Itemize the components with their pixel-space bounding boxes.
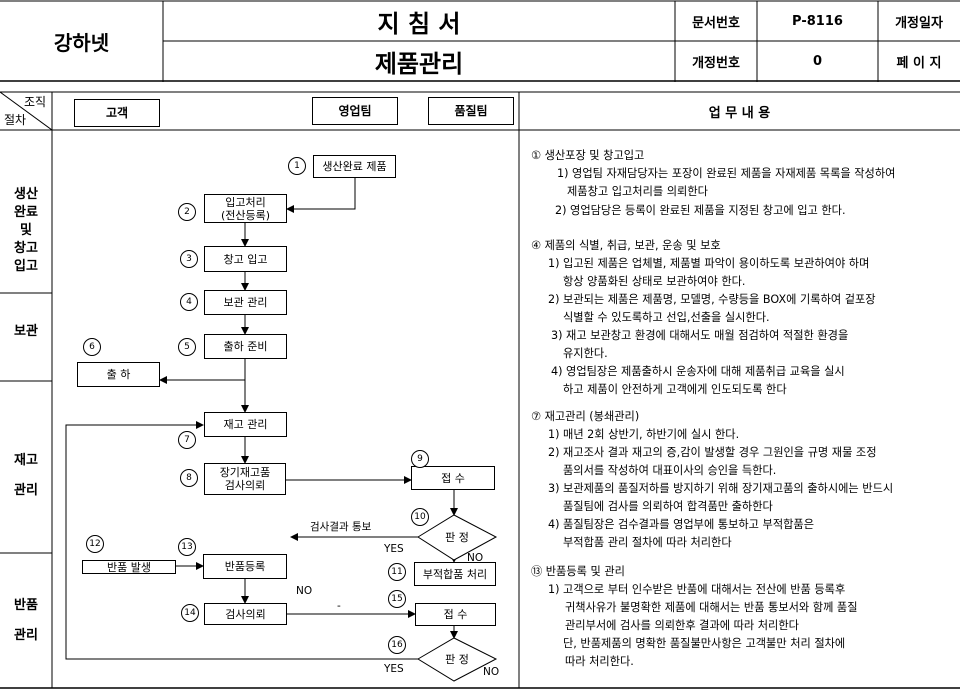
rev-date-label: 개정일자	[895, 15, 943, 31]
box-return-occur: 반품 발생	[82, 560, 176, 574]
box-return-register: 반품등록	[203, 554, 287, 579]
step-circle-11: 11	[388, 563, 406, 581]
label-yes-1: YES	[384, 543, 404, 555]
content-line: 제품창고 입고처리를 의뢰한다	[567, 185, 708, 198]
content-heading-4: ④ 제품의 식별, 취급, 보관, 운송 및 보호	[531, 239, 721, 252]
box-warehouse-in: 창고 입고	[204, 246, 287, 272]
decision-diamond-2	[417, 637, 498, 682]
step-circle-12: 12	[86, 535, 104, 553]
step-circle-7: 7	[178, 431, 196, 449]
section-storage: 보관	[14, 324, 38, 339]
content-line: 4) 영업팀장은 제품출하시 운송자에 대해 제품취급 교육을 실시	[551, 365, 845, 378]
box-shipping: 출 하	[77, 362, 160, 387]
content-line: 항상 양품화된 상태로 보관하여야 한다.	[563, 275, 746, 288]
content-line: 귀책사유가 불명확한 제품에 대해서는 반품 통보서와 함께 품질	[565, 601, 858, 614]
header-grid	[0, 0, 960, 82]
content-line: 부적합품 관리 절차에 따라 처리한다	[563, 536, 732, 549]
label-result-notice: 검사결과 통보	[310, 521, 372, 533]
document-title: 제품관리	[374, 49, 464, 78]
doc-number-label: 문서번호	[692, 15, 740, 31]
content-line: 단, 반품제품의 명확한 품질불만사항은 고객불만 처리 절차에	[563, 637, 846, 650]
box-inventory: 재고 관리	[204, 412, 287, 437]
box-long-stock-line1: 장기재고품	[219, 466, 271, 479]
box-storage: 보관 관리	[204, 290, 287, 315]
decision-1-label: 판 정	[445, 531, 469, 544]
box-shipping-prep: 출하 준비	[204, 334, 287, 359]
step-circle-13: 13	[178, 538, 196, 556]
content-line: 식별할 수 있도록하고 선입,선출을 실시한다.	[563, 311, 770, 324]
content-line: 3) 재고 보관창고 환경에 대해서도 매월 점검하여 적절한 환경을	[551, 329, 849, 342]
step-circle-15: 15	[388, 590, 406, 608]
content-line: 1) 입고된 제품은 업체별, 제품별 파악이 용이하도록 보관하여야 하며	[548, 257, 870, 270]
doc-number-value: P-8116	[792, 13, 843, 29]
org-sales-team: 영업팀	[312, 97, 398, 125]
content-line: 유지한다.	[563, 347, 608, 360]
content-line: 4) 품질팀장은 검수결과를 영업부에 통보하고 부적합품은	[548, 518, 814, 531]
step-circle-2: 2	[178, 203, 196, 221]
rev-number-value: 0	[812, 53, 823, 69]
box-inbound-line2: (전산등록)	[220, 208, 271, 222]
box-inbound-line1: 입고처리	[225, 195, 266, 209]
decision-diamond-1	[417, 514, 498, 561]
box-production-done: 생산완료 제품	[313, 155, 396, 178]
decision-2-label: 판 정	[445, 653, 469, 666]
content-line: 1) 고객으로 부터 인수받은 반품에 대해서는 전산에 반품 등록후	[548, 583, 846, 596]
box-receive-1: 접 수	[411, 466, 495, 490]
label-yes-2: YES	[384, 663, 404, 675]
document-header: 강하넷 지 침 서 제품관리 문서번호 P-8116 개정일자 개정번호 0 페…	[0, 0, 960, 82]
content-line: 1) 영업팀 자재담당자는 포장이 완료된 제품을 자재제품 목록을 작성하여	[557, 167, 896, 180]
step-circle-6: 6	[83, 338, 101, 356]
box-inspect-request: 검사의뢰	[204, 603, 287, 625]
content-heading-1: ① 생산포장 및 창고입고	[531, 149, 645, 162]
step-circle-1: 1	[288, 157, 306, 175]
rev-number-label: 개정번호	[692, 55, 740, 71]
step-circle-4: 4	[180, 293, 198, 311]
step-circle-3: 3	[180, 250, 198, 268]
step-circle-9: 9	[411, 450, 429, 468]
step-circle-16: 16	[388, 636, 406, 654]
content-heading-13: ⑬ 반품등록 및 관리	[531, 565, 625, 578]
label-no-2: NO	[296, 585, 313, 597]
content-line: 2) 보관되는 제품은 제품명, 모델명, 수량등을 BOX에 기록하여 겉포장	[548, 293, 876, 306]
content-line: 따라 처리한다.	[565, 655, 634, 668]
content-heading-7: ⑦ 재고관리 (봉쇄관리)	[531, 410, 640, 423]
step-circle-14: 14	[181, 604, 199, 622]
box-long-stock-line2: 검사의뢰	[224, 479, 266, 492]
org-customer: 고객	[74, 99, 160, 127]
label-no-3: NO	[483, 666, 500, 678]
content-line: 품질팀에 검사를 의뢰하여 합격품만 출하한다	[563, 500, 773, 513]
box-receive-2: 접 수	[415, 603, 496, 626]
corner-procedure-label: 절차	[4, 113, 27, 127]
label-no-1: NO	[467, 552, 484, 564]
step-circle-8: 8	[180, 469, 198, 487]
content-line: 2) 영업담당은 등록이 완료된 제품을 지정된 창고에 입고 한다.	[555, 204, 846, 217]
content-line: 1) 매년 2회 상반기, 하반기에 실시 한다.	[548, 428, 740, 441]
company-name: 강하넷	[53, 30, 110, 55]
box-inbound: 입고처리(전산등록)	[204, 194, 287, 223]
step-circle-10: 10	[411, 508, 429, 526]
page-label: 페 이 지	[896, 55, 942, 71]
content-header: 업 무 내 용	[708, 105, 771, 121]
content-line: 하고 제품이 안전하게 고객에게 인도되도록 한다	[563, 383, 787, 396]
label-dash: -	[337, 600, 341, 612]
content-line: 관리부서에 검사를 의뢰한후 결과에 따라 처리한다	[565, 619, 799, 632]
box-nonconforming: 부적합품 처리	[414, 562, 496, 586]
content-line: 2) 재고조사 결과 재고의 증,감이 발생할 경우 그원인을 규명 재물 조정	[548, 446, 877, 459]
corner-org-label: 조직	[24, 95, 47, 109]
document-type: 지 침 서	[377, 9, 461, 38]
content-line: 품의서를 작성하여 대표이사의 승인을 득한다.	[563, 464, 777, 477]
org-quality-team: 품질팀	[428, 97, 514, 125]
content-line: 3) 보관제품의 품질저하를 방지하기 위해 장기재고품의 출하시에는 반드시	[548, 482, 894, 495]
step-circle-5: 5	[178, 338, 196, 356]
